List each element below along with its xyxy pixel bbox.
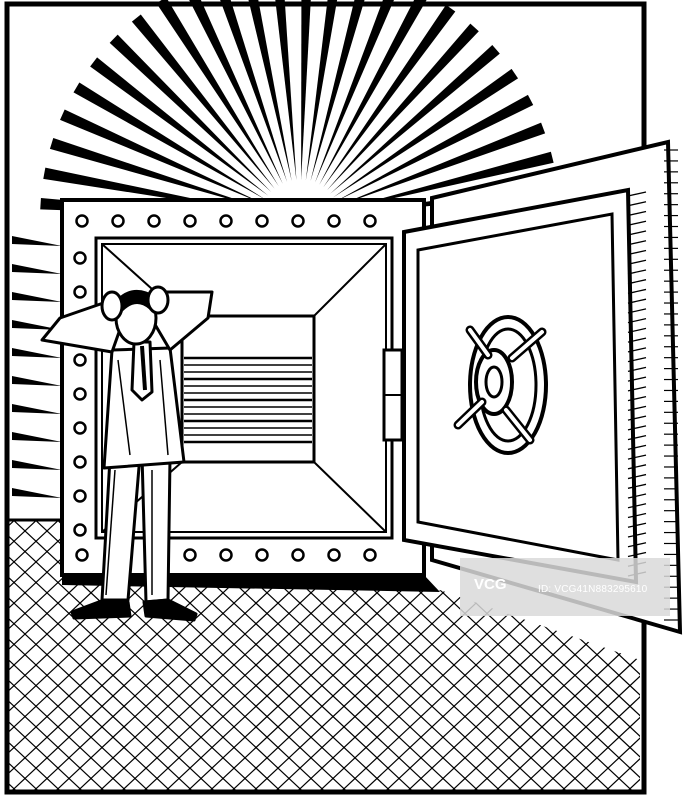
watermark [460, 558, 670, 616]
vault-door [402, 139, 683, 635]
watermark-logo: VCG [474, 576, 507, 593]
watermark-id: ID: VCG41N883295610 [538, 584, 648, 595]
dial-wheel-icon [453, 315, 548, 455]
man-figure-icon [40, 285, 214, 622]
